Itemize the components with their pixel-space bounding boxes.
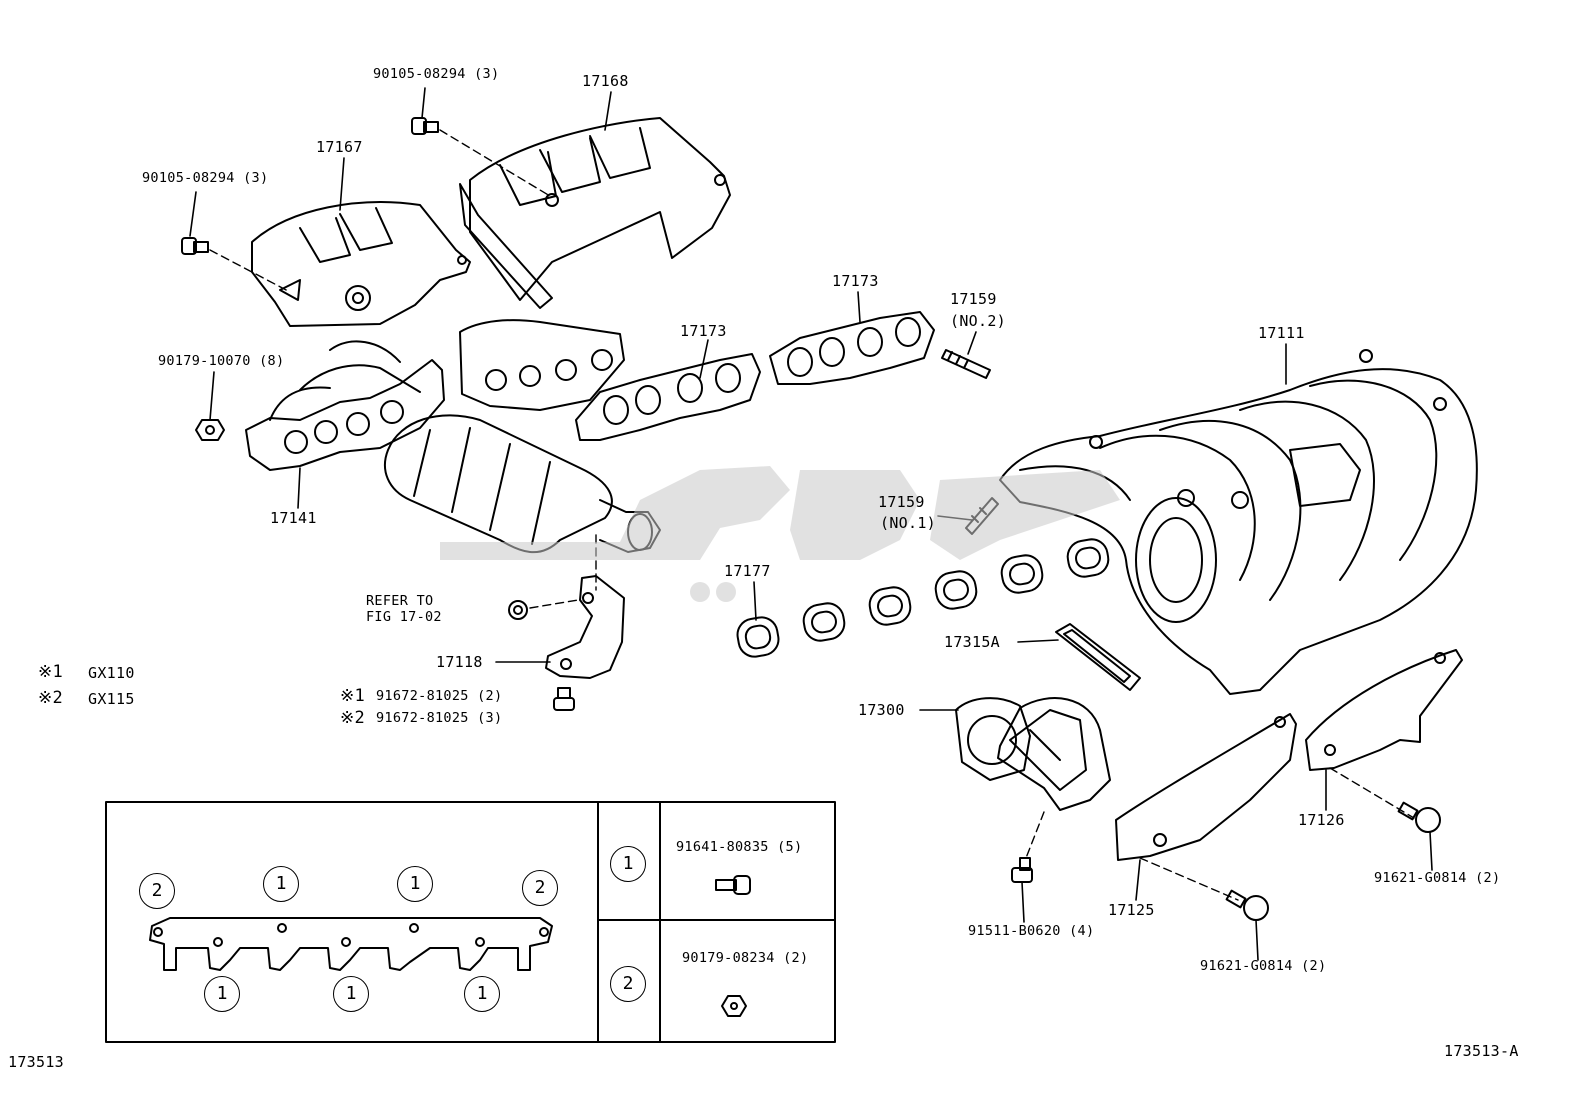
table-key-2: 2 bbox=[610, 966, 646, 1002]
table-nut-2 bbox=[721, 995, 747, 1017]
figure-code: 173513 bbox=[8, 1053, 64, 1071]
label-refer-1: REFER TO bbox=[366, 593, 434, 609]
heat-insulator-17168 bbox=[459, 117, 731, 309]
label-gx115-mark: ※2 bbox=[340, 708, 366, 728]
gasket-17173-a bbox=[575, 353, 761, 441]
leader-lines bbox=[189, 87, 1433, 961]
bolt-91621-17126 bbox=[1397, 801, 1441, 833]
table-gasket-drawing bbox=[149, 917, 553, 971]
label-17111: 17111 bbox=[1258, 324, 1305, 342]
marker-bottom-3: 1 bbox=[464, 976, 500, 1012]
marker-top-3: 1 bbox=[397, 866, 433, 902]
figure-code-variant: 173513-A bbox=[1444, 1042, 1519, 1060]
label-17141: 17141 bbox=[270, 509, 317, 527]
stud-17159-no2 bbox=[941, 349, 991, 379]
stay-17125 bbox=[1115, 713, 1297, 861]
bolt-91511 bbox=[1011, 857, 1033, 883]
bolt-90105-upper bbox=[411, 117, 439, 135]
intake-connector-17300 bbox=[955, 697, 1111, 811]
gasket-17315A bbox=[1055, 623, 1141, 691]
exhaust-manifold-17141 bbox=[245, 319, 625, 471]
label-17126: 17126 bbox=[1298, 811, 1345, 829]
label-gx110-mark: ※1 bbox=[340, 686, 366, 706]
marker-bottom-1: 1 bbox=[204, 976, 240, 1012]
bolt-91621-17125 bbox=[1225, 889, 1269, 921]
watermark bbox=[440, 466, 1120, 602]
table-part-1: 91641-80835 (5) bbox=[676, 839, 803, 855]
label-17159-no1-num: 17159 bbox=[878, 493, 925, 511]
bolt-90105-left bbox=[181, 237, 209, 255]
label-17159-no2-num: 17159 bbox=[950, 290, 997, 308]
label-17118: 17118 bbox=[436, 653, 483, 671]
table-part-2: 90179-08234 (2) bbox=[682, 950, 809, 966]
label-bolt-17300: 91511-B0620 (4) bbox=[968, 923, 1095, 939]
intake-gaskets-17177 bbox=[736, 538, 1110, 658]
label-17177: 17177 bbox=[724, 562, 771, 580]
label-bolt-17125: 91621-G0814 (2) bbox=[1200, 958, 1327, 974]
label-17300: 17300 bbox=[858, 701, 905, 719]
label-17168: 17168 bbox=[582, 72, 629, 90]
label-nut-manifold: 90179-10070 (8) bbox=[158, 353, 285, 369]
label-17125: 17125 bbox=[1108, 901, 1155, 919]
nut-refer bbox=[508, 600, 528, 620]
bracket-17118 bbox=[545, 575, 625, 679]
label-17159-no2-tag: (NO.2) bbox=[950, 312, 1006, 330]
table-key-1: 1 bbox=[610, 846, 646, 882]
marker-bottom-2: 1 bbox=[333, 976, 369, 1012]
label-bolt-17126: 91621-G0814 (2) bbox=[1374, 870, 1501, 886]
marker-top-4: 2 bbox=[522, 870, 558, 906]
label-bolt-left: 90105-08294 (3) bbox=[142, 170, 269, 186]
label-17159-no1-tag: (NO.1) bbox=[880, 514, 936, 532]
legend-mark-1: ※1 bbox=[38, 662, 64, 682]
label-refer-2: FIG 17-02 bbox=[366, 609, 442, 625]
label-17315A: 17315A bbox=[944, 633, 1000, 651]
nut-90179-10070 bbox=[195, 419, 225, 441]
legend-model-1: GX110 bbox=[88, 664, 135, 682]
table-bolt-1 bbox=[715, 875, 751, 895]
legend-mark-2: ※2 bbox=[38, 688, 64, 708]
label-17167: 17167 bbox=[316, 138, 363, 156]
bolt-91672 bbox=[553, 687, 575, 711]
label-bolt-gx115: 91672-81025 (3) bbox=[376, 710, 503, 726]
intake-manifold-17111 bbox=[999, 349, 1478, 695]
marker-top-2: 1 bbox=[263, 866, 299, 902]
label-bolt-gx110: 91672-81025 (2) bbox=[376, 688, 503, 704]
stay-17126 bbox=[1305, 649, 1463, 771]
marker-top-1: 2 bbox=[139, 873, 175, 909]
legend-model-2: GX115 bbox=[88, 690, 135, 708]
heat-insulator-17167 bbox=[251, 201, 471, 327]
gasket-17173-b bbox=[769, 311, 935, 385]
label-17173-a: 17173 bbox=[680, 322, 727, 340]
label-17173-b: 17173 bbox=[832, 272, 879, 290]
label-bolt-upper: 90105-08294 (3) bbox=[373, 66, 500, 82]
torque-table bbox=[105, 801, 836, 1043]
